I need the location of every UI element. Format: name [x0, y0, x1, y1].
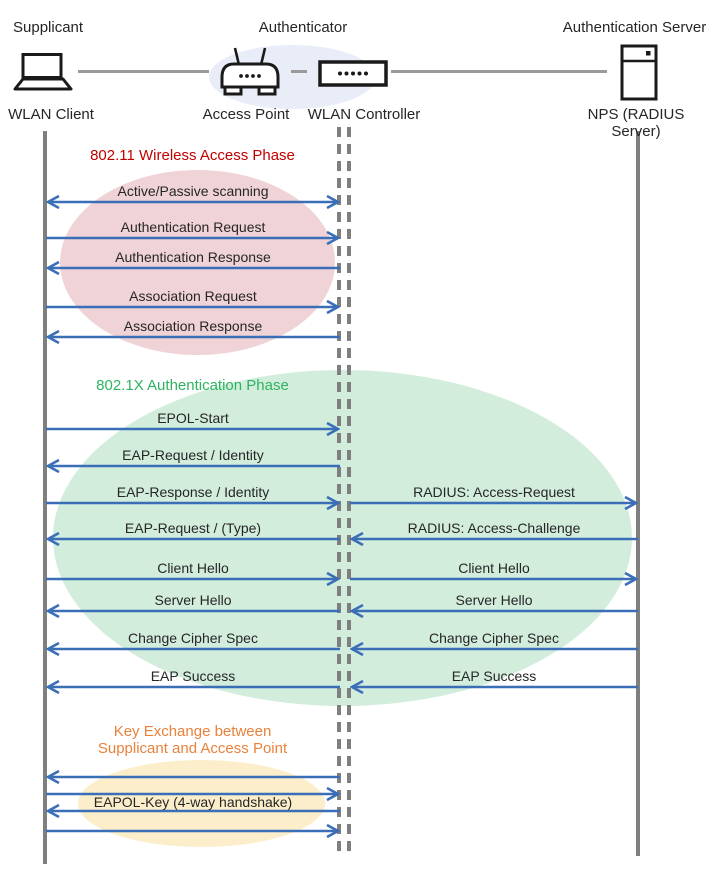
connector-line-client-ap [78, 70, 209, 73]
device-label-wlan-controller: WLAN Controller [307, 106, 421, 123]
message-label: Client Hello [157, 560, 229, 576]
message-label: Change Cipher Spec [128, 630, 258, 646]
message-arrow [46, 260, 340, 276]
message-label: Association Response [123, 318, 263, 334]
message-arrow [46, 823, 340, 839]
wlan-controller-icon [318, 60, 388, 87]
message-arrow [46, 679, 340, 695]
message-label: EAPOL-Key (4-way handshake) [93, 794, 293, 810]
message-label: Active/Passive scanning [117, 183, 269, 199]
message-label: Change Cipher Spec [429, 630, 559, 646]
wlan-controller-lifeline-right [347, 127, 351, 856]
message-arrow [350, 571, 638, 587]
message-label: Server Hello [455, 592, 533, 608]
message-arrow [46, 194, 340, 210]
wlan-controller-lifeline-left [337, 127, 341, 856]
message-arrow [46, 641, 340, 657]
message-label: Authentication Response [115, 249, 271, 265]
message-arrow [46, 458, 340, 474]
connector-line-ap-controller [291, 70, 307, 73]
message-label: EAP Success [150, 668, 236, 684]
message-arrow [46, 495, 340, 511]
message-label: EAP-Request / (Type) [124, 520, 262, 536]
message-label: EAP-Response / Identity [116, 484, 270, 500]
device-label-access-point: Access Point [202, 106, 290, 123]
message-label: Authentication Request [120, 219, 266, 235]
message-label: Association Request [129, 288, 257, 304]
phase1-title: 802.11 Wireless Access Phase [90, 147, 295, 164]
message-label: EAP Success [451, 668, 537, 684]
message-label: EPOL-Start [157, 410, 229, 426]
message-label: Client Hello [458, 560, 530, 576]
phase3-title: Key Exchange between Supplicant and Acce… [97, 723, 288, 757]
message-arrow [46, 803, 340, 819]
message-arrow [46, 603, 340, 619]
message-arrow [350, 679, 638, 695]
phase3-ellipse [78, 760, 325, 847]
server-icon [620, 44, 658, 101]
nps-lifeline [636, 131, 640, 856]
device-label-nps: NPS (RADIUS Server) [587, 106, 685, 140]
connector-line-controller-server [391, 70, 607, 73]
message-arrow [46, 769, 340, 785]
message-label: RADIUS: Access-Challenge [407, 520, 581, 536]
message-arrow [350, 495, 638, 511]
wlan-client-lifeline [43, 131, 47, 864]
role-label-authenticator: Authenticator [258, 19, 348, 36]
role-label-authentication-server: Authentication Server [562, 19, 707, 36]
access-point-icon [220, 47, 280, 96]
laptop-icon [13, 53, 73, 91]
message-arrow [350, 641, 638, 657]
message-arrow [350, 531, 638, 547]
message-arrow [46, 531, 340, 547]
message-label: EAP-Request / Identity [122, 447, 264, 463]
message-label: RADIUS: Access-Request [413, 484, 575, 500]
message-arrow [46, 421, 340, 437]
role-label-supplicant: Supplicant [13, 19, 84, 36]
message-arrow [350, 603, 638, 619]
message-arrow [46, 299, 340, 315]
phase2-title: 802.1X Authentication Phase [96, 377, 289, 394]
device-label-wlan-client: WLAN Client [8, 106, 94, 123]
message-arrow [46, 329, 340, 345]
message-label: Server Hello [154, 592, 232, 608]
message-arrow [46, 571, 340, 587]
message-arrow [46, 230, 340, 246]
message-arrow [46, 786, 340, 802]
